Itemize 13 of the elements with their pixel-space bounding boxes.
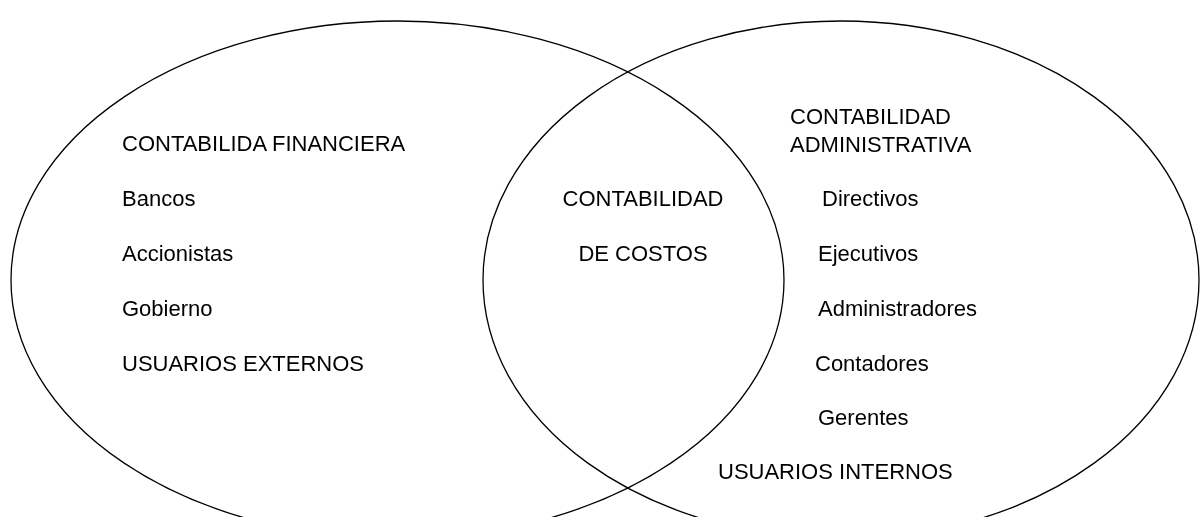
set-item: Administradores <box>818 295 977 323</box>
set-item: Gerentes <box>818 404 909 432</box>
set-item: Bancos <box>122 185 196 213</box>
set-item: Accionistas <box>122 240 234 268</box>
intersection-label: CONTABILIDAD DE COSTOS <box>562 185 724 268</box>
set-item: Gobierno <box>122 295 213 323</box>
set-item: USUARIOS EXTERNOS <box>122 350 365 378</box>
set-item: Contadores <box>815 350 929 378</box>
set-heading: CONTABILIDA FINANCIERA <box>122 130 406 158</box>
set-item: Ejecutivos <box>818 240 919 268</box>
set-item: Directivos <box>822 185 919 213</box>
set-item: USUARIOS INTERNOS <box>718 458 953 486</box>
set-heading: CONTABILIDAD ADMINISTRATIVA <box>790 103 973 159</box>
